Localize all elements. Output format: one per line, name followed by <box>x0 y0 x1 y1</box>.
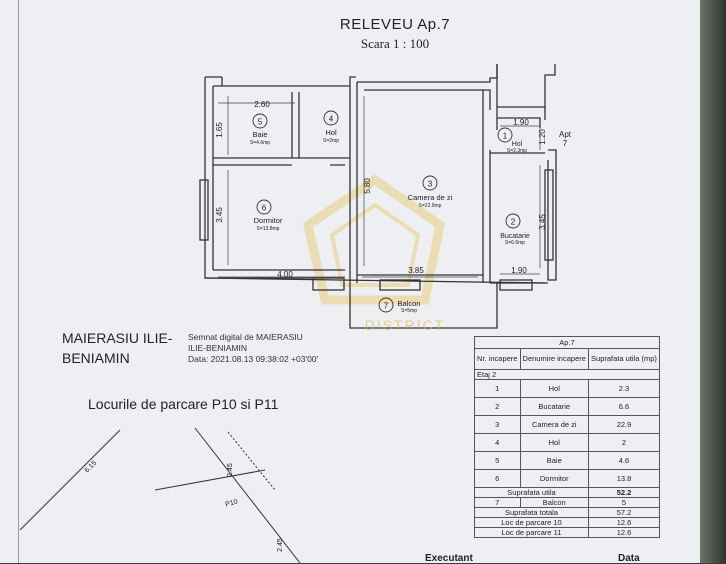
wall-bottom <box>213 269 483 276</box>
parking-sketch <box>19 427 301 563</box>
room-name-6: Dormitor <box>254 216 283 225</box>
window-3 <box>499 279 533 291</box>
room-circle-1 <box>497 127 513 143</box>
dim-345a: 3.45 <box>215 207 224 223</box>
parking-dim-615: 6.15 <box>84 460 99 475</box>
wall-central <box>349 82 358 283</box>
room-area-6: S=13.8mp <box>257 226 280 232</box>
table-heading: Ap.7 <box>474 336 660 349</box>
wall-right-outer <box>490 149 557 281</box>
dim-190a: 1.90 <box>513 118 529 127</box>
window-right <box>544 169 554 261</box>
window-1 <box>312 277 345 291</box>
table-col-nr: Nr. incapere <box>474 348 521 370</box>
dim-260: 2.60 <box>254 100 270 109</box>
area-table: Ap.7 Nr. incapere Denumire incapere Supr… <box>474 336 661 538</box>
wall-right-inner <box>482 90 491 283</box>
room-area-5: S=4.6mp <box>250 140 270 146</box>
wall-top-center <box>357 64 498 83</box>
dim-580: 5.80 <box>363 178 372 194</box>
room-circle-6 <box>256 199 272 215</box>
dim-165: 1.65 <box>215 122 224 138</box>
dim-120: 1.20 <box>538 129 547 145</box>
room-num-7: 7 <box>384 302 389 311</box>
room-area-7: S=5mp <box>401 308 417 314</box>
sheet-border-line <box>18 0 19 563</box>
footer-executant: Executant <box>425 553 473 564</box>
apt-label: Apt <box>559 130 572 139</box>
wall-top-left <box>205 76 350 87</box>
dim-400: 4.00 <box>277 270 293 279</box>
signature-line2: ILIE-BENIAMIN <box>188 343 248 353</box>
room-circle-7 <box>378 297 394 313</box>
parking-label-p10: P10 <box>225 499 239 509</box>
room-name-1: Hol <box>512 141 523 148</box>
room-num-1: 1 <box>503 132 508 141</box>
room-circle-5 <box>252 113 268 129</box>
room-name-2: Bucatarie <box>500 233 530 240</box>
parking-title: Locurile de parcare P10 si P11 <box>88 396 279 412</box>
window-2 <box>379 279 421 291</box>
room-name-7: Balcon <box>398 299 421 308</box>
room-name-3: Camera de zi <box>408 193 453 202</box>
dim-345b: 3.45 <box>538 214 547 230</box>
signature-line1: Semnat digital de MAIERASIU <box>188 332 303 342</box>
dim-385: 3.85 <box>408 266 424 275</box>
scale-label: Scara 1 : 100 <box>360 36 430 51</box>
table-floor: Etaj 2 <box>474 369 660 380</box>
parking-dim-245b: 2.45 <box>277 538 284 552</box>
room-circle-3 <box>422 175 438 191</box>
window-left <box>199 179 209 241</box>
room-num-5: 5 <box>258 118 263 127</box>
room-num-6: 6 <box>262 204 267 213</box>
floor-plan: 5 Baie S=4.6mp 4 Hol S=2mp 3 Camera de z… <box>19 64 572 563</box>
room-num-4: 4 <box>329 115 334 124</box>
watermark-text: DISTRICT <box>365 317 446 333</box>
room-num-2: 2 <box>511 218 516 227</box>
apt-number: 7 <box>563 139 568 148</box>
table-col-area: Suprafata utila (mp) <box>587 348 661 370</box>
room-name-5: Baie <box>252 130 267 139</box>
signature-line3: Data: 2021.08.13 09:38:02 +03'00' <box>188 354 319 364</box>
owner-name-line1: MAIERASIU ILIE- <box>62 330 173 346</box>
background-edge <box>700 0 726 563</box>
room-circle-4 <box>323 110 339 126</box>
room-area-1: S=2.3mp <box>507 148 527 154</box>
document-title: RELEVEU Ap.7 <box>339 16 451 33</box>
parking-dim-245a: 2.45 <box>227 463 234 477</box>
dim-190b: 1.90 <box>511 266 527 275</box>
footer-data: Data <box>618 553 640 564</box>
district-watermark-logo <box>302 174 445 305</box>
room-area-2: S=6.6mp <box>505 240 525 246</box>
table-col-name: Denumire incapere <box>519 348 589 370</box>
room-name-4: Hol <box>325 128 337 137</box>
room-circle-2 <box>505 213 521 229</box>
balcony-outline <box>349 283 498 329</box>
room-area-3: S=22.9mp <box>419 203 442 209</box>
room-num-3: 3 <box>428 180 433 189</box>
room-area-4: S=2mp <box>323 138 339 144</box>
owner-name-line2: BENIAMIN <box>62 350 130 366</box>
